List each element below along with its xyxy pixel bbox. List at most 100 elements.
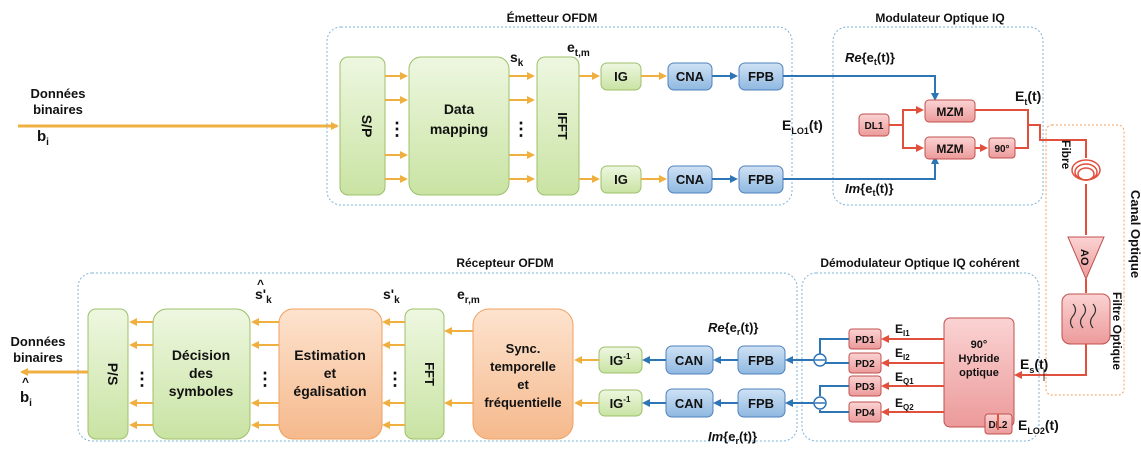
- hybrid-to-pd-arrows: [881, 335, 944, 416]
- receiver-frame: [77, 272, 798, 442]
- ao-amplifier: [1067, 236, 1105, 281]
- decision-line3: symboles: [169, 383, 234, 399]
- fft-block: [404, 308, 445, 440]
- decision-to-ps-arrows: [129, 318, 153, 429]
- channel-title: Canal Optique: [1128, 190, 1141, 278]
- input-symbol: bi: [37, 128, 49, 148]
- emitter-dots-1: ⋮: [388, 119, 406, 139]
- output-label-line1: Données: [11, 334, 66, 349]
- sp-label: S/P: [359, 115, 375, 138]
- fpb-to-mzm-top-line: [783, 75, 939, 101]
- mapping-line2: mapping: [430, 121, 488, 137]
- output-hat: ^: [22, 375, 29, 389]
- elo1-label: ELO1(t): [782, 117, 823, 136]
- mapping-block: [408, 56, 510, 196]
- can-label-bottom: CAN: [675, 396, 703, 411]
- receiver-dots-1: ⋮: [386, 369, 404, 389]
- receiver-dots-3: ⋮: [133, 369, 151, 389]
- etm-label: et,m: [567, 39, 590, 59]
- elo2-label: ELO2(t): [1018, 417, 1059, 436]
- es-label: Es(t): [1020, 356, 1048, 375]
- skhat-label: s'k: [255, 286, 272, 306]
- pd2-label: PD2: [855, 359, 875, 370]
- sp-block: [339, 56, 386, 196]
- e-label-q2: EQ2: [895, 396, 914, 412]
- sk-label: sk: [510, 49, 524, 69]
- modulator-title: Modulateur Optique IQ: [875, 11, 1004, 25]
- fft-to-estimation-arrows: [382, 318, 405, 429]
- input-label-line1: Données: [31, 86, 86, 101]
- skp-label: s'k: [383, 286, 400, 306]
- receiver-dots-2: ⋮: [256, 369, 274, 389]
- filter-to-hybrid: [1014, 344, 1087, 379]
- et-label: Et(t): [1015, 88, 1041, 107]
- filter-label: Filtre Optique: [1110, 292, 1124, 370]
- mzm-label-bottom: MZM: [936, 142, 963, 156]
- channel-frame: [1045, 124, 1125, 396]
- mapping-line1: Data: [444, 101, 475, 117]
- hybrid-block: [943, 317, 1015, 428]
- cna-to-fpb-arrows: [712, 72, 738, 183]
- hybrid-line1: 90°: [971, 339, 988, 351]
- sync-line2: temporelle: [490, 359, 556, 374]
- output-symbol: bi: [20, 389, 32, 409]
- fpb-label-top-tx: FPB: [748, 69, 774, 84]
- dl1-to-mzm-bottom: [902, 125, 924, 152]
- phase-label: 90°: [994, 144, 1009, 155]
- estimation-line2: et: [324, 365, 337, 381]
- demodulator-frame: [801, 272, 1040, 442]
- demod-im-label: Im{er(t)}: [708, 429, 757, 446]
- mzm-label-top: MZM: [936, 105, 963, 119]
- fft-label: FFT: [422, 362, 437, 386]
- mzm-top-to-output: [975, 109, 1029, 149]
- ifft-to-ig-arrows: [579, 72, 600, 183]
- skhat-hat: ^: [257, 277, 264, 291]
- erm-label: er,m: [457, 286, 480, 306]
- mod-output-line: [1028, 124, 1087, 158]
- decision-line1: Décision: [172, 347, 230, 363]
- ps-block: [87, 308, 129, 440]
- e-label-i2: EI2: [895, 346, 910, 362]
- emitter-title: Émetteur OFDM: [507, 10, 598, 25]
- demodulator-title: Démodulateur Optique IQ cohérent: [820, 256, 1019, 270]
- pd4-label: PD4: [855, 408, 875, 419]
- ig-label-bottom: IG: [614, 172, 628, 187]
- ps-label: P/S: [105, 363, 121, 386]
- can-label-top: CAN: [675, 353, 703, 368]
- hybrid-line2: Hybride: [959, 353, 1000, 365]
- sync-line4: fréquentielle: [484, 395, 561, 410]
- dl1-label: DL1: [865, 121, 884, 132]
- ig-to-cna-arrows: [641, 72, 667, 183]
- cna-label-top: CNA: [676, 69, 705, 84]
- ao-label: AO: [1078, 249, 1090, 266]
- sync-block: [472, 308, 574, 440]
- e-label-i1: EI1: [895, 322, 910, 338]
- dl1-to-mzm-top: [889, 106, 924, 126]
- mapping-to-ifft-arrows: [509, 72, 535, 183]
- emitter-dots-2: ⋮: [512, 119, 530, 139]
- output-label-line2: binaires: [13, 350, 63, 365]
- fpb-label-bottom-rx: FPB: [748, 396, 774, 411]
- sync-line1: Sync.: [506, 341, 541, 356]
- decision-block: [152, 308, 251, 440]
- decision-line2: des: [189, 365, 213, 381]
- estimation-line3: égalisation: [293, 383, 366, 399]
- ig-inv-label-top: IG-1: [610, 352, 631, 368]
- pd3-label: PD3: [855, 382, 875, 393]
- fibre-coil-icon: [1071, 159, 1101, 181]
- mod-im-label: Im{et(t)}: [845, 181, 894, 198]
- input-label-line2: binaires: [33, 102, 83, 117]
- ifft-block: [536, 56, 580, 196]
- mod-re-label: Re{et(t)}: [845, 50, 895, 67]
- hybrid-line3: optique: [959, 367, 999, 379]
- fibre-label: Fibre: [1059, 140, 1073, 170]
- ifft-label: IFFT: [555, 112, 570, 139]
- e-label-q1: EQ1: [895, 370, 914, 386]
- pd1-label: PD1: [855, 335, 875, 346]
- ig-label-top: IG: [614, 69, 628, 84]
- estimation-to-decision-arrows: [251, 318, 279, 429]
- filter-wave-icon: [1069, 303, 1097, 329]
- demod-re-label: Re{er(t)}: [708, 320, 758, 337]
